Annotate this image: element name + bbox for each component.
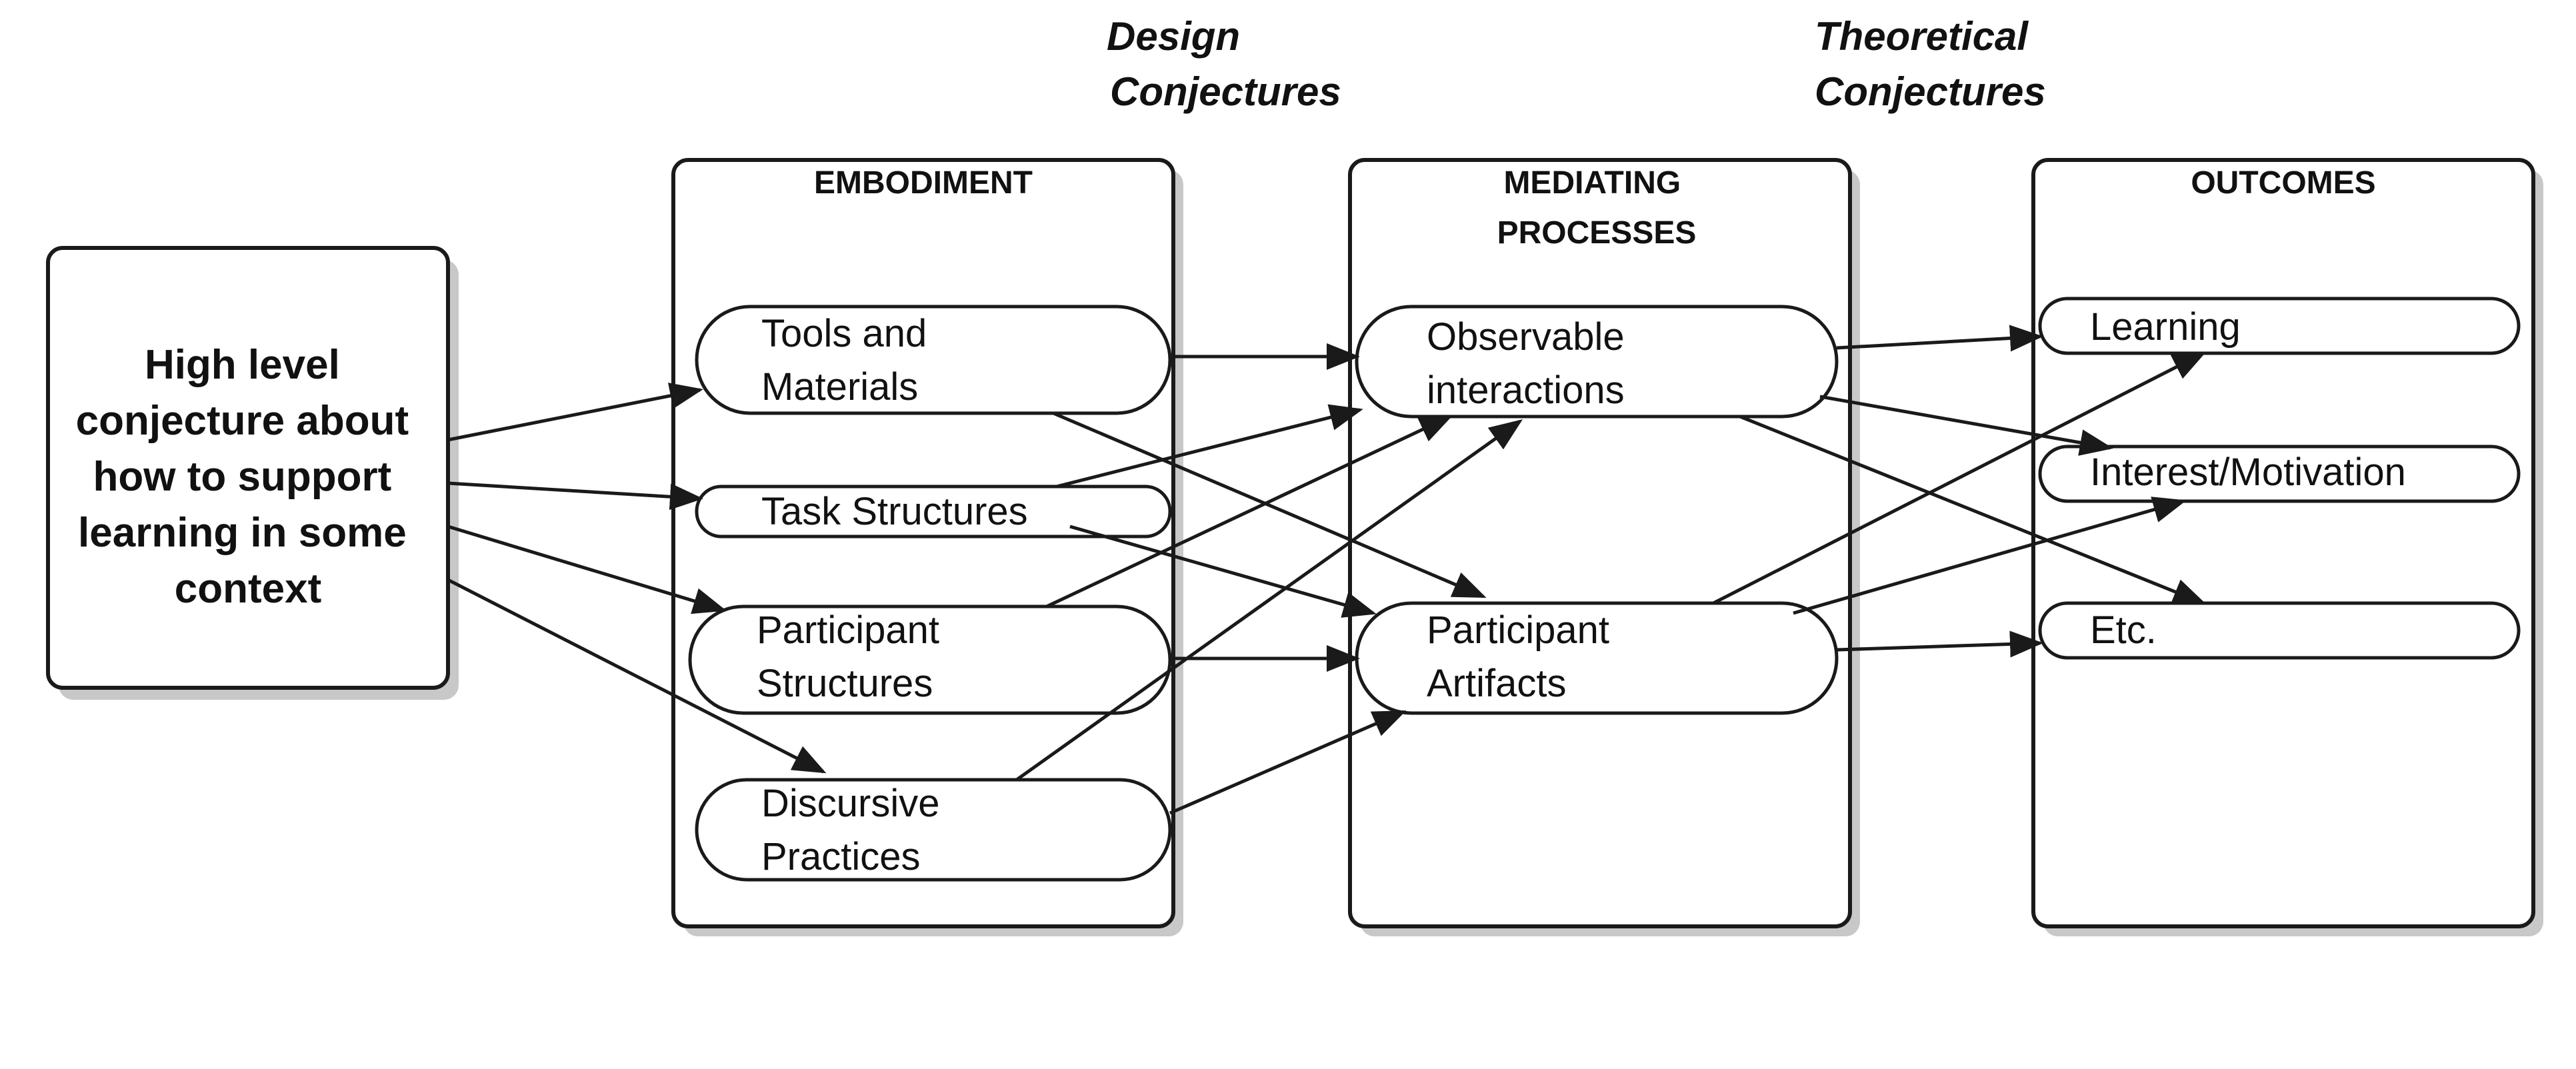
outcome-item-learning: Learning (2038, 297, 2521, 355)
embodiment-item-participant-structures: Participant Structures (688, 604, 1172, 715)
arrow-participant-structures-to-observable (1045, 415, 1453, 608)
high-level-conjecture-text: High level conjecture about how to suppo… (76, 342, 421, 612)
embodiment-item-task-structures: Task Structures (695, 485, 1172, 538)
svg-text:Participant Artifacts: Participant Artifacts (1427, 608, 1620, 705)
arrows (447, 325, 2207, 815)
arrow-discursive-to-artifacts (1169, 710, 1407, 815)
arrow-hl-to-task (447, 481, 703, 511)
svg-text:Etc.: Etc. (2090, 608, 2157, 652)
embodiment-item-tools-materials: Tools and Materials (695, 305, 1172, 415)
svg-text:Discursive Practices: Discursive Practices (761, 782, 951, 878)
high-level-conjecture-box: High level conjecture about how to suppo… (46, 246, 450, 690)
svg-text:Interest/Motivation: Interest/Motivation (2090, 451, 2406, 494)
arrow-observable-to-learning (1836, 325, 2043, 352)
arrow-observable-to-etc (1739, 415, 2207, 605)
outcome-item-etc: Etc. (2038, 601, 2521, 660)
theoretical-conjectures-label: Theoretical Conjectures (1815, 14, 2046, 114)
arrow-hl-to-discursive (447, 578, 827, 774)
svg-text:Participant Structures: Participant Structures (757, 608, 950, 705)
arrow-observable-to-interest (1819, 395, 2113, 456)
mediating-item-observable-interactions: Observable interactions (1355, 305, 1839, 419)
embodiment-title: EMBODIMENT (814, 165, 1033, 201)
embodiment-box: EMBODIMENT Tools and Materials Task Stru… (671, 158, 1175, 928)
outcome-item-interest-motivation: Interest/Motivation (2038, 445, 2521, 503)
svg-text:Learning: Learning (2090, 305, 2241, 349)
arrow-artifacts-to-learning (1712, 351, 2207, 605)
arrow-hl-to-tools (447, 383, 703, 442)
svg-text:Observable interaction: Observable interactions (1427, 315, 1635, 412)
arrow-artifacts-to-interest (1793, 497, 2187, 615)
mediating-processes-title: MEDIATING PROCESSES (1497, 165, 1697, 251)
mediating-item-participant-artifacts: Participant Artifacts (1355, 601, 1839, 715)
arrow-task-to-artifacts (1069, 525, 1377, 618)
arrow-task-to-observable (1056, 404, 1363, 489)
arrow-artifacts-to-etc (1836, 630, 2043, 658)
outcomes-box: OUTCOMES Learning Interest/Motivation Et… (2031, 158, 2535, 928)
svg-text:Task Structures: Task Structures (761, 490, 1028, 533)
arrow-tools-to-artifacts (1053, 411, 1487, 598)
arrow-discursive-to-observable (1015, 419, 1523, 782)
arrow-hl-to-participant-structures (447, 525, 727, 614)
svg-text:Tools and Materials: Tools and Materials (761, 312, 937, 409)
design-conjectures-label: Design Conjectures (1107, 14, 1341, 114)
outcomes-title: OUTCOMES (2191, 165, 2375, 201)
embodiment-item-discursive-practices: Discursive Practices (695, 778, 1172, 882)
mediating-processes-box: MEDIATING PROCESSES Observable interacti… (1348, 158, 1852, 928)
